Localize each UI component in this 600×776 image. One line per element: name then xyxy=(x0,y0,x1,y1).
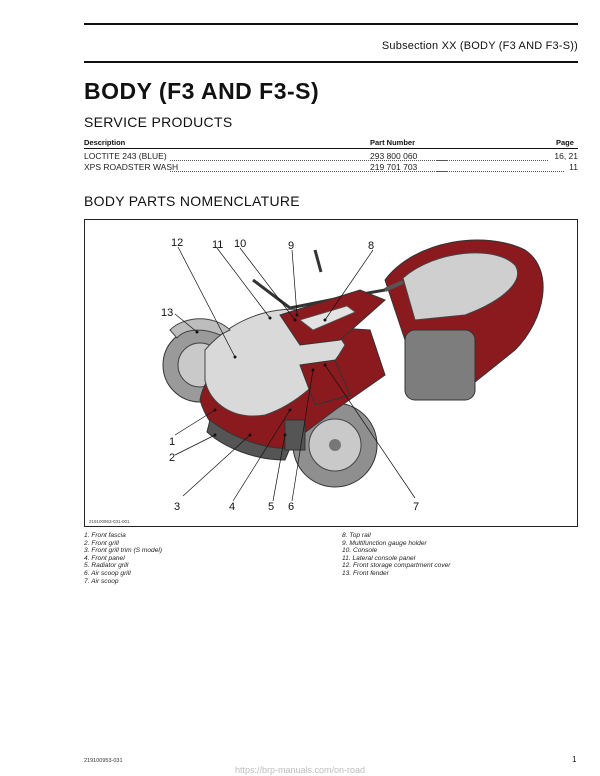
figure-code: 219100953-031-001 xyxy=(89,519,130,524)
callout-4: 4 xyxy=(229,501,235,513)
callout-5: 5 xyxy=(268,501,274,513)
callout-2: 2 xyxy=(169,452,175,464)
leader-dots xyxy=(437,151,548,161)
header-top-rule xyxy=(84,23,578,25)
vehicle-illustration: 12 11 10 9 8 13 1 2 3 4 5 6 7 219100953-… xyxy=(89,237,544,524)
watermark-link[interactable]: https://brp-manuals.com/on-road xyxy=(234,765,366,775)
leader-dots xyxy=(170,151,447,161)
legend-right: 8. Top rail 9. Multifunction gauge holde… xyxy=(342,532,450,578)
legend-item: 5. Radiator grill xyxy=(84,562,129,570)
legend-item: 6. Air scoop grill xyxy=(84,569,131,577)
legend-item: 8. Top rail xyxy=(342,532,371,539)
col-page-header: Page xyxy=(556,138,574,147)
table-row: LOCTITE 243 (BLUE) 293 800 060 16, 21 xyxy=(84,151,578,162)
legend-item: 3. Front grill trim (S model) xyxy=(84,547,163,555)
callout-13: 13 xyxy=(161,307,173,319)
body-parts-diagram: 12 11 10 9 8 13 1 2 3 4 5 6 7 219100953-… xyxy=(84,219,578,527)
callout-6: 6 xyxy=(288,501,294,513)
table-row: XPS ROADSTER WASH 219 701 703 11 xyxy=(84,162,578,173)
row-part-number[interactable]: 293 800 060 xyxy=(370,151,418,161)
row-description: LOCTITE 243 (BLUE) xyxy=(84,151,167,161)
legend-item: 7. Air scoop xyxy=(84,577,119,585)
legend-item: 4. Front panel xyxy=(84,554,125,562)
callout-1: 1 xyxy=(169,436,175,448)
col-part-number-header: Part Number xyxy=(370,138,416,147)
legend-item: 1. Front fascia xyxy=(84,532,126,539)
legend-item: 10. Console xyxy=(342,547,378,555)
table-header-rule xyxy=(84,148,578,149)
legend-item: 12. Front storage compartment cover xyxy=(342,562,451,570)
leader-dots xyxy=(437,162,564,172)
row-page[interactable]: 11 xyxy=(569,162,578,172)
callout-3: 3 xyxy=(174,501,180,513)
legend-item: 13. Front fender xyxy=(342,569,389,577)
col-description-header: Description xyxy=(84,138,126,147)
subsection-header: Subsection XX (BODY (F3 AND F3-S)) xyxy=(381,40,578,52)
row-description: XPS ROADSTER WASH xyxy=(84,162,179,172)
legend-item: 2. Front grill xyxy=(84,539,119,547)
callout-12: 12 xyxy=(171,237,183,249)
row-part-number[interactable]: 219 701 703 xyxy=(370,162,418,172)
legend-item: 9. Multifunction gauge holder xyxy=(342,539,427,547)
callout-11: 11 xyxy=(212,239,223,251)
callout-8: 8 xyxy=(368,240,374,252)
callout-9: 9 xyxy=(288,240,294,252)
service-products-heading: SERVICE PRODUCTS xyxy=(84,114,233,130)
nomenclature-heading: BODY PARTS NOMENCLATURE xyxy=(84,193,300,209)
leader-dots xyxy=(170,162,447,172)
callout-10: 10 xyxy=(234,238,246,250)
legend-left: 1. Front fascia 2. Front grill 3. Front … xyxy=(84,532,162,585)
callout-7: 7 xyxy=(413,501,419,513)
footer-doc-code: 219100953-031 xyxy=(84,758,123,764)
header-bottom-rule xyxy=(84,61,578,63)
page-number: 1 xyxy=(572,755,577,764)
page-title: BODY (F3 AND F3-S) xyxy=(84,78,320,104)
legend-item: 11. Lateral console panel xyxy=(342,554,416,562)
row-page[interactable]: 16, 21 xyxy=(554,151,578,161)
